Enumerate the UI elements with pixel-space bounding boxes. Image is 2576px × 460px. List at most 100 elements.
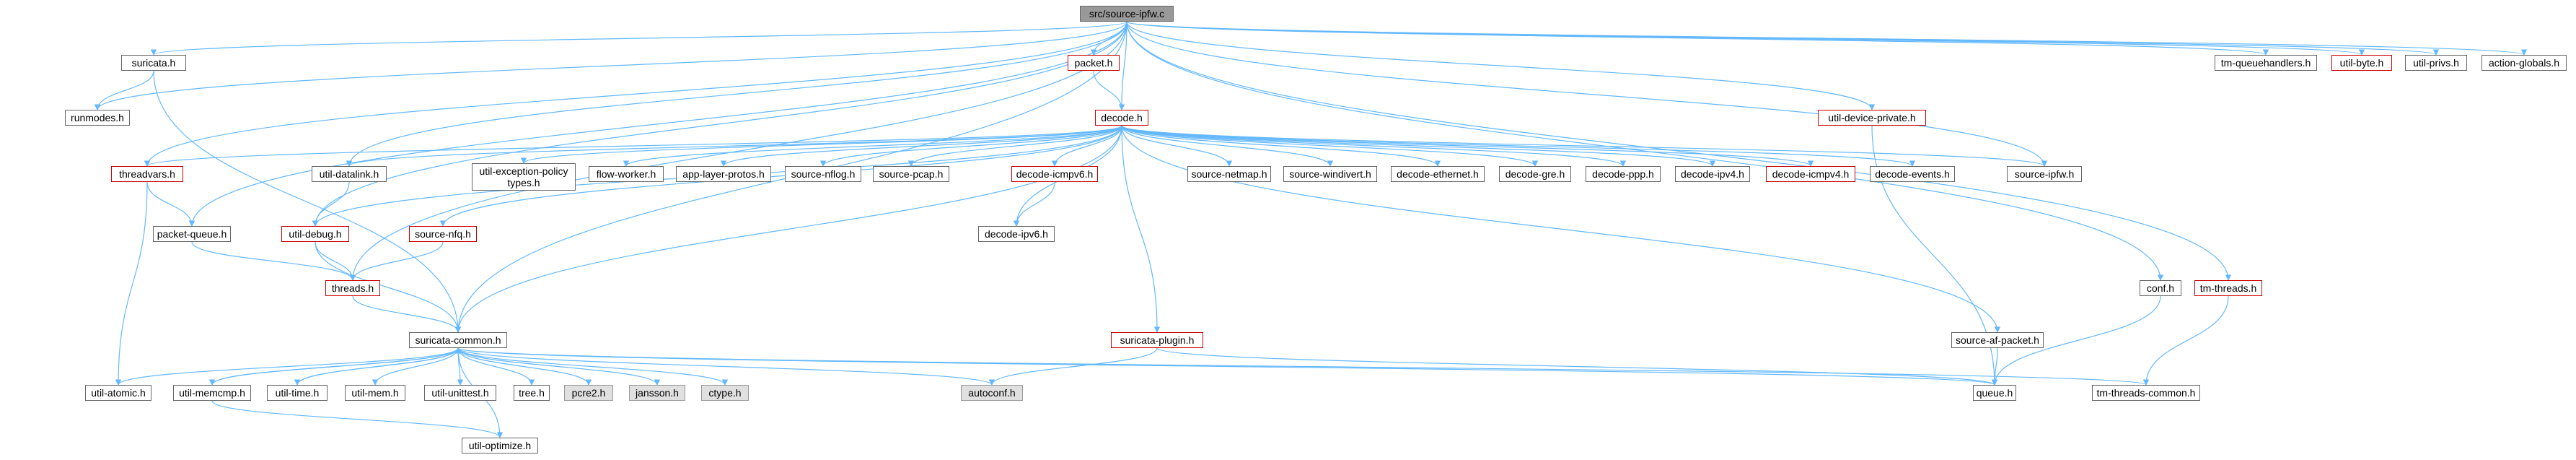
edge-root-to-packet_queue_h <box>188 21 1127 227</box>
edge-decode_h-to-threadvars_h <box>144 125 1122 167</box>
edge-packet_h-to-decode_h <box>1093 70 1125 110</box>
node-source-nfq-h[interactable]: source-nfq.h <box>409 226 477 242</box>
edge-conf_h-to-queue_h <box>1991 295 2161 386</box>
node-decode-h[interactable]: decode.h <box>1095 110 1148 126</box>
node-suricata-plugin-h[interactable]: suricata-plugin.h <box>1111 332 1203 348</box>
edge-root-to-util_debug_h <box>312 21 1127 227</box>
edge-util_debug_h-to-suricata_common_h <box>315 241 462 333</box>
edge-root-to-suricata_h <box>151 21 1127 56</box>
node-suricata-h[interactable]: suricata.h <box>121 55 186 71</box>
edge-suricata_common_h-to-pcre2_h <box>457 347 592 386</box>
node-packet-queue-h[interactable]: packet-queue.h <box>153 226 231 242</box>
node-pcre2-h[interactable]: pcre2.h <box>564 385 613 401</box>
node-autoconf-h[interactable]: autoconf.h <box>961 385 1023 401</box>
edge-decode_h-to-suricata_plugin_h <box>1121 125 1161 333</box>
root-file-node: src/source-ipfw.c <box>1080 6 1174 22</box>
node-runmodes-h[interactable]: runmodes.h <box>65 110 130 126</box>
edge-root-to-util_datalink_h <box>346 21 1127 167</box>
node-decode-ppp-h[interactable]: decode-ppp.h <box>1586 166 1661 182</box>
node-tm-queuehandlers-h[interactable]: tm-queuehandlers.h <box>2215 55 2317 71</box>
edge-decode_h-to-source_ipfw_h <box>1121 125 2047 167</box>
node-source-ipfw-h[interactable]: source-ipfw.h <box>2007 166 2082 182</box>
edge-root-to-threads_h <box>349 21 1127 281</box>
node-decode-ipv6-h[interactable]: decode-ipv6.h <box>978 226 1055 242</box>
edge-decode_icmpv6_h-to-decode_ipv6_h <box>1013 181 1055 227</box>
edge-util_time_h-to-suricata_common_h <box>296 347 462 386</box>
edge-tm_threads_h-to-tm_threads_common_h <box>2142 295 2229 386</box>
node-util-byte-h[interactable]: util-byte.h <box>2331 55 2392 71</box>
node-util-mem-h[interactable]: util-mem.h <box>345 385 405 401</box>
node-util-time-h[interactable]: util-time.h <box>267 385 328 401</box>
edge-util_memcmp_h-to-util_optimize_h <box>211 400 504 438</box>
node-tm-threads-common-h[interactable]: tm-threads-common.h <box>2092 385 2200 401</box>
edge-suricata_common_h-to-util_mem_h <box>372 347 459 386</box>
node-decode-icmpv6-h[interactable]: decode-icmpv6.h <box>1011 166 1098 182</box>
node-util-privs-h[interactable]: util-privs.h <box>2405 55 2467 71</box>
edge-decode_h-to-decode_ppp_h <box>1121 125 1627 167</box>
edge-root-to-source_ipfw_h <box>1126 21 2048 167</box>
node-util-device-private-h[interactable]: util-device-private.h <box>1818 110 1926 126</box>
node-packet-h[interactable]: packet.h <box>1068 55 1120 71</box>
edge-decode_h-to-decode_icmpv6_h <box>1051 125 1122 167</box>
edge-decode_h-to-source_pcap_h <box>907 125 1122 167</box>
node-util-memcmp-h[interactable]: util-memcmp.h <box>173 385 251 401</box>
edge-threadvars_h-to-util_atomic_h <box>115 181 148 386</box>
edge-suricata_common_h-to-ctype_h <box>457 347 729 386</box>
node-action-globals-h[interactable]: action-globals.h <box>2482 55 2567 71</box>
node-threads-h[interactable]: threads.h <box>325 280 380 296</box>
edge-decode_h-to-flow_worker_h <box>623 125 1122 167</box>
edge-decode_h-to-suricata_common_h <box>454 125 1122 333</box>
edge-root-to-util_privs_h <box>1126 21 2439 56</box>
edge-decode_h-to-decode_events_h <box>1121 125 1915 167</box>
node-app-layer-protos-h[interactable]: app-layer-protos.h <box>676 166 771 182</box>
node-decode-ethernet-h[interactable]: decode-ethernet.h <box>1391 166 1485 182</box>
edge-root-to-util_byte_h <box>1126 21 2365 56</box>
edge-root-to-util_device_private_h <box>1126 21 1876 110</box>
edge-decode_h-to-decode_ethernet_h <box>1121 125 1441 167</box>
edge-root-to-decode_h <box>1118 21 1127 110</box>
edge-root-to-action_globals_h <box>1126 21 2527 56</box>
node-ctype-h[interactable]: ctype.h <box>701 385 749 401</box>
node-tree-h[interactable]: tree.h <box>514 385 550 401</box>
edge-suricata_plugin_h-to-autoconf_h <box>988 347 1158 386</box>
node-util-datalink-h[interactable]: util-datalink.h <box>312 166 387 182</box>
node-source-netmap-h[interactable]: source-netmap.h <box>1187 166 1271 182</box>
edge-util_memcmp_h-to-suricata_common_h <box>211 347 462 386</box>
edge-decode_h-to-source_netmap_h <box>1121 125 1233 167</box>
edge-decode_h-to-decode_ipv4_h <box>1121 125 1715 167</box>
node-queue-h[interactable]: queue.h <box>1973 385 2016 401</box>
edge-decode_h-to-decode_icmpv4_h <box>1121 125 1814 167</box>
node-source-pcap-h[interactable]: source-pcap.h <box>873 166 949 182</box>
node-source-nflog-h[interactable]: source-nflog.h <box>785 166 861 182</box>
node-decode-gre-h[interactable]: decode-gre.h <box>1499 166 1571 182</box>
node-decode-events-h[interactable]: decode-events.h <box>1870 166 1955 182</box>
node-tm-threads-h[interactable]: tm-threads.h <box>2194 280 2262 296</box>
edge-threadvars_h-to-packet_queue_h <box>146 181 195 227</box>
node-suricata-common-h[interactable]: suricata-common.h <box>409 332 507 348</box>
node-util-unittest-h[interactable]: util-unittest.h <box>424 385 496 401</box>
node-flow-worker-h[interactable]: flow-worker.h <box>589 166 664 182</box>
node-conf-h[interactable]: conf.h <box>2140 280 2181 296</box>
edge-source_nfq_h-to-threads_h <box>349 241 444 281</box>
node-util-atomic-h[interactable]: util-atomic.h <box>85 385 151 401</box>
edge-root-to-tm_queuehandlers_h <box>1126 21 2269 56</box>
node-source-af-packet-h[interactable]: source-af-packet.h <box>1951 332 2044 348</box>
node-threadvars-h[interactable]: threadvars.h <box>111 166 183 182</box>
edge-suricata_plugin_h-to-queue_h <box>1156 347 1997 386</box>
node-util-debug-h[interactable]: util-debug.h <box>281 226 349 242</box>
edge-root-to-tm_threads_h <box>1126 21 2232 281</box>
edge-suricata_h-to-runmodes_h <box>94 70 154 110</box>
edge-suricata_common_h-to-autoconf_h <box>457 347 995 386</box>
node-jansson-h[interactable]: jansson.h <box>629 385 685 401</box>
edge-threads_h-to-suricata_common_h <box>352 295 462 333</box>
node-decode-ipv4-h[interactable]: decode-ipv4.h <box>1675 166 1750 182</box>
node-source-windivert-h[interactable]: source-windivert.h <box>1283 166 1377 182</box>
edge-decode_h-to-source_nflog_h <box>819 125 1122 167</box>
edge-decode_h-to-util_exception_policy_types_h <box>521 125 1122 164</box>
node-decode-icmpv4-h[interactable]: decode-icmpv4.h <box>1766 166 1855 182</box>
edge-suricata_common_h-to-jansson_h <box>457 347 661 386</box>
edge-decode_h-to-source_af_packet_h <box>1121 125 2001 333</box>
node-util-optimize-h[interactable]: util-optimize.h <box>462 438 538 454</box>
edge-decode_h-to-app_layer_protos_h <box>720 125 1122 167</box>
